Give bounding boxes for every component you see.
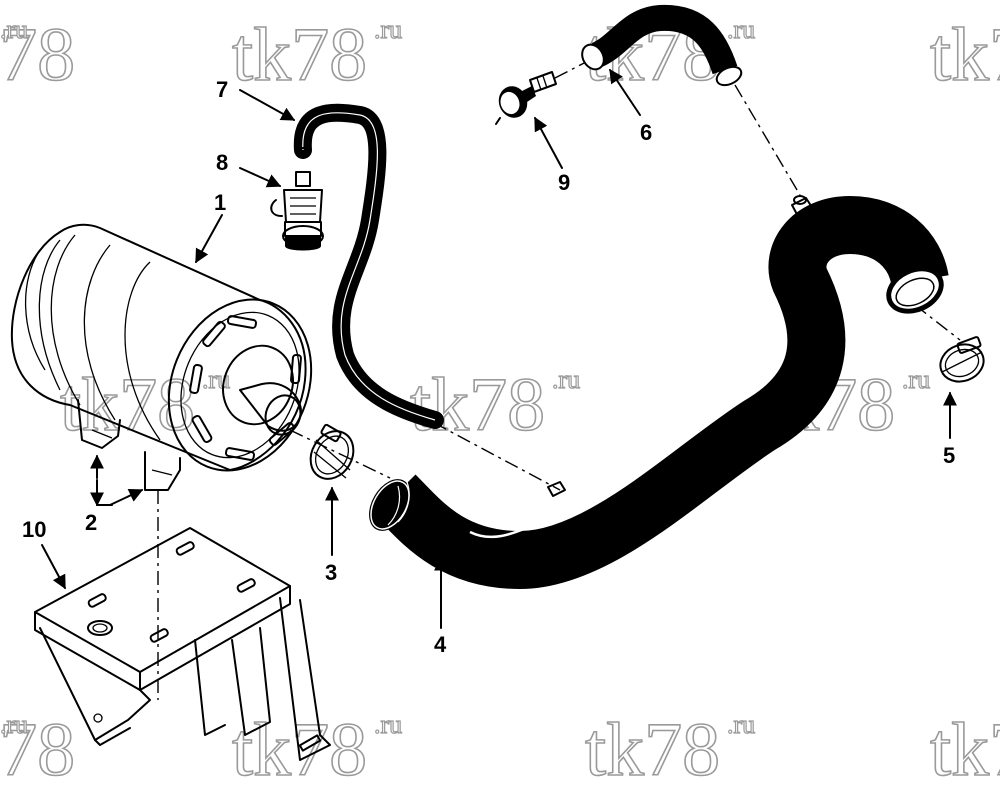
callout-9: 9 [558, 170, 570, 195]
watermark-suffix: .ru [202, 365, 230, 394]
callout-6: 6 [640, 120, 652, 145]
watermark-suffix: .ru [727, 710, 755, 739]
watermark-text: tk78 [0, 13, 75, 97]
watermark-layer: tk78 .ru tk78 .ru tk78 .ru tk78 tk78 .ru… [0, 12, 1000, 793]
callout-2: 2 [85, 510, 97, 535]
watermark-text: tk78 [0, 708, 75, 792]
watermark: tk78 [929, 12, 1000, 98]
watermark-text: tk78 [410, 363, 545, 447]
vent-hose [293, 103, 444, 429]
watermark-text: tk78 [930, 13, 1000, 97]
callout-7: 7 [216, 77, 228, 102]
callout-1: 1 [214, 190, 226, 215]
watermark: tk78 [929, 707, 1000, 793]
breather-hose [581, 4, 743, 87]
callout-8: 8 [216, 150, 228, 175]
watermark-suffix: .ru [902, 365, 930, 394]
hose-clamp-3 [309, 423, 355, 480]
watermark-suffix: .ru [727, 15, 755, 44]
watermark: tk78 .ru [231, 12, 403, 98]
intake-hose [369, 195, 949, 590]
watermark-suffix: .ru [374, 15, 402, 44]
hose-clamp-5 [939, 336, 985, 383]
watermark-text: tk78 [232, 13, 367, 97]
leader-lines [41, 68, 957, 629]
callout-10: 10 [22, 517, 46, 542]
centerlines [157, 59, 961, 700]
watermark-suffix: .ru [0, 710, 28, 739]
watermark-text: tk78 [930, 708, 1000, 792]
watermark: tk78 .ru [409, 362, 581, 448]
callout-5: 5 [943, 443, 955, 468]
watermark: tk78 .ru [0, 12, 76, 98]
restriction-indicator [270, 171, 324, 251]
watermark-text: tk78 [585, 708, 720, 792]
callout-labels: 1 2 3 4 5 6 7 8 9 10 [22, 77, 955, 657]
watermark: tk78 .ru [584, 707, 756, 793]
watermark-suffix: .ru [374, 710, 402, 739]
check-valve [495, 71, 557, 125]
watermark: tk78 .ru [0, 707, 76, 793]
air-cleaner [10, 223, 313, 491]
watermark: tk78 .ru [59, 362, 231, 448]
mounting-bracket [34, 527, 331, 761]
callout-3: 3 [325, 560, 337, 585]
watermark-suffix: .ru [0, 15, 28, 44]
watermark-suffix: .ru [552, 365, 580, 394]
callout-4: 4 [434, 632, 447, 657]
